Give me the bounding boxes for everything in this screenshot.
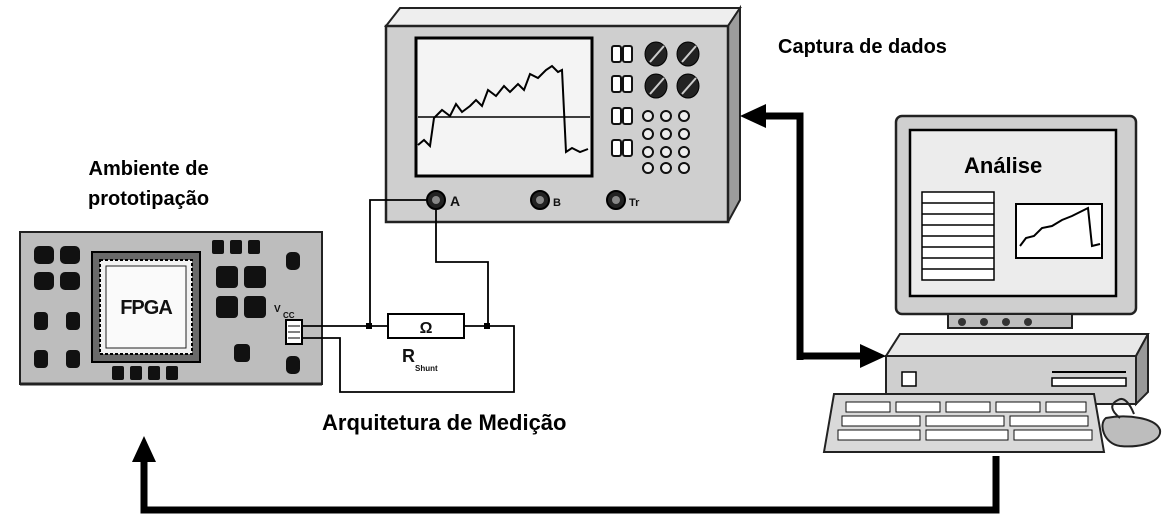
prototyping-board: FPGA V CC (19, 231, 323, 386)
svg-text:FPGA: FPGA (120, 297, 172, 319)
analysis-label: Análise (964, 153, 1043, 178)
measurement-circuit (302, 199, 515, 393)
capture-arrow (740, 104, 886, 368)
svg-text:V: V (274, 304, 281, 315)
feedback-arrow (132, 436, 1000, 514)
capture-label: Captura de dados (778, 36, 947, 58)
vcc-connector: V CC (274, 304, 303, 345)
svg-text:Ω: Ω (420, 320, 433, 337)
environment-label: Ambiente de prototipação (88, 154, 209, 214)
trigger-jack: Tr (606, 190, 640, 210)
fpga-chip: FPGA (91, 251, 201, 363)
analysis-table-icon (921, 191, 995, 281)
channel-b-jack: B (530, 190, 561, 210)
oscilloscope-screen (414, 36, 594, 178)
svg-text:R: R (402, 346, 415, 366)
environment-label-line2: prototipação (88, 188, 210, 210)
svg-text:Shunt: Shunt (415, 364, 438, 373)
mouse (1101, 398, 1162, 448)
keyboard (822, 393, 1106, 453)
architecture-label: Arquitetura de Medição (322, 410, 567, 435)
svg-text:CC: CC (283, 311, 295, 320)
oscilloscope: A B Tr (383, 4, 742, 224)
shunt-resistor: Ω R Shunt (366, 313, 490, 373)
computer (822, 114, 1162, 453)
oscilloscope-small-knobs (642, 110, 690, 174)
svg-text:A: A (450, 193, 460, 209)
svg-text:Tr: Tr (629, 197, 640, 209)
analysis-graph-icon (1015, 203, 1103, 259)
channel-a-jack: A (426, 190, 460, 210)
svg-text:B: B (553, 197, 561, 209)
oscilloscope-waveform (417, 64, 589, 154)
environment-label-line1: Ambiente de (88, 158, 209, 180)
oscilloscope-controls (611, 45, 633, 157)
